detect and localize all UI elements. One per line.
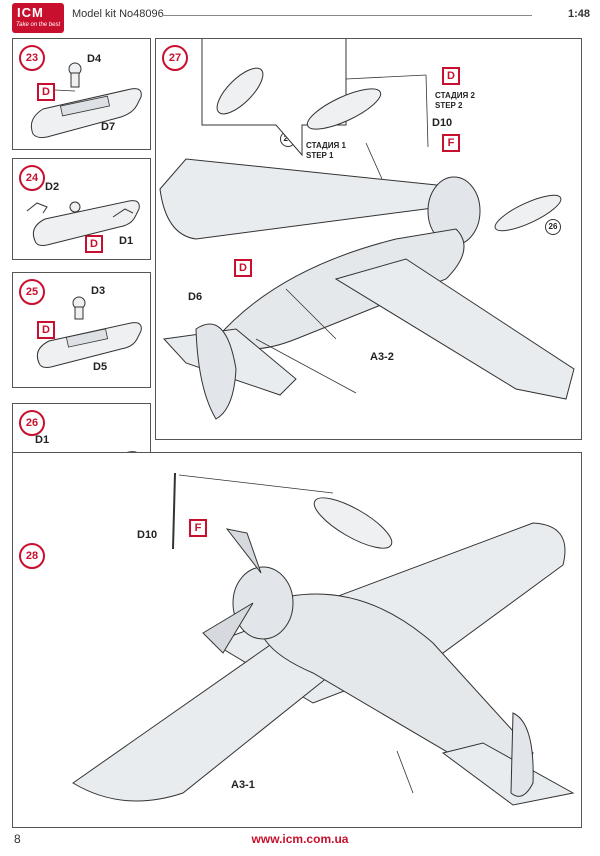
stage-1-label: СТАДИЯ 1 STEP 1 <box>306 141 346 161</box>
logo-tagline: Take on the best <box>16 22 61 28</box>
part-label: D4 <box>87 53 102 65</box>
page-number: 8 <box>14 832 21 846</box>
stage-2-label: СТАДИЯ 2 STEP 2 <box>435 91 475 111</box>
stage-2-ru: СТАДИЯ 2 <box>435 91 475 100</box>
paint-ref-box: D <box>37 321 55 339</box>
part-label: D1 <box>35 434 50 446</box>
part-label: D1 <box>119 235 134 247</box>
part-label: A3-1 <box>231 779 255 791</box>
ski-drawing <box>30 62 142 139</box>
reference-step-26: 26 <box>545 219 561 235</box>
step-23-badge: 23 <box>19 45 45 71</box>
paint-ref-box: D <box>442 67 460 85</box>
part-label: A3-2 <box>370 351 394 363</box>
stage-1-en: STEP 1 <box>306 151 334 160</box>
step-28-badge: 28 <box>19 543 45 569</box>
part-label: D2 <box>45 181 60 193</box>
step-28-panel: 28 D10 F A3-1 <box>12 452 582 828</box>
model-kit-number: Model kit No48096 <box>72 8 164 20</box>
aircraft-drawing-step-27 <box>159 39 575 420</box>
header-rule <box>162 15 532 16</box>
step-24-badge: 24 <box>19 165 45 191</box>
stage-1-ru: СТАДИЯ 1 <box>306 141 346 150</box>
part-label: D7 <box>101 121 116 133</box>
step-27-panel: 27 D СТАДИЯ 2 STEP 2 D10 F 24 СТАДИЯ 1 S… <box>155 38 582 440</box>
website-url[interactable]: www.icm.com.ua <box>251 832 349 846</box>
step-26-badge: 26 <box>19 410 45 436</box>
step-23-panel: 23 D D4 D7 <box>12 38 151 150</box>
ski-drawing <box>26 200 140 246</box>
icm-logo: ICM Take on the best <box>12 3 64 33</box>
paint-ref-box: D <box>234 259 252 277</box>
part-label: D5 <box>93 361 108 373</box>
step-25-panel: 25 D3 D D5 <box>12 272 151 388</box>
paint-ref-box: F <box>442 134 460 152</box>
scale-label: 1:48 <box>567 8 590 20</box>
step-27-badge: 27 <box>162 45 188 71</box>
logo-brand: ICM <box>17 5 44 20</box>
aircraft-drawing-step-28 <box>72 472 575 806</box>
paint-ref-box: D <box>37 83 55 101</box>
ski-drawing <box>36 296 142 368</box>
paint-ref-box: D <box>85 235 103 253</box>
part-label: D6 <box>188 291 203 303</box>
part-label: D10 <box>432 117 453 129</box>
stage-2-en: STEP 2 <box>435 101 463 110</box>
step-25-badge: 25 <box>19 279 45 305</box>
part-label: D3 <box>91 285 106 297</box>
paint-ref-box: F <box>189 519 207 537</box>
step-24-panel: 24 D2 D1 D <box>12 158 151 260</box>
part-label: D10 <box>137 529 158 541</box>
